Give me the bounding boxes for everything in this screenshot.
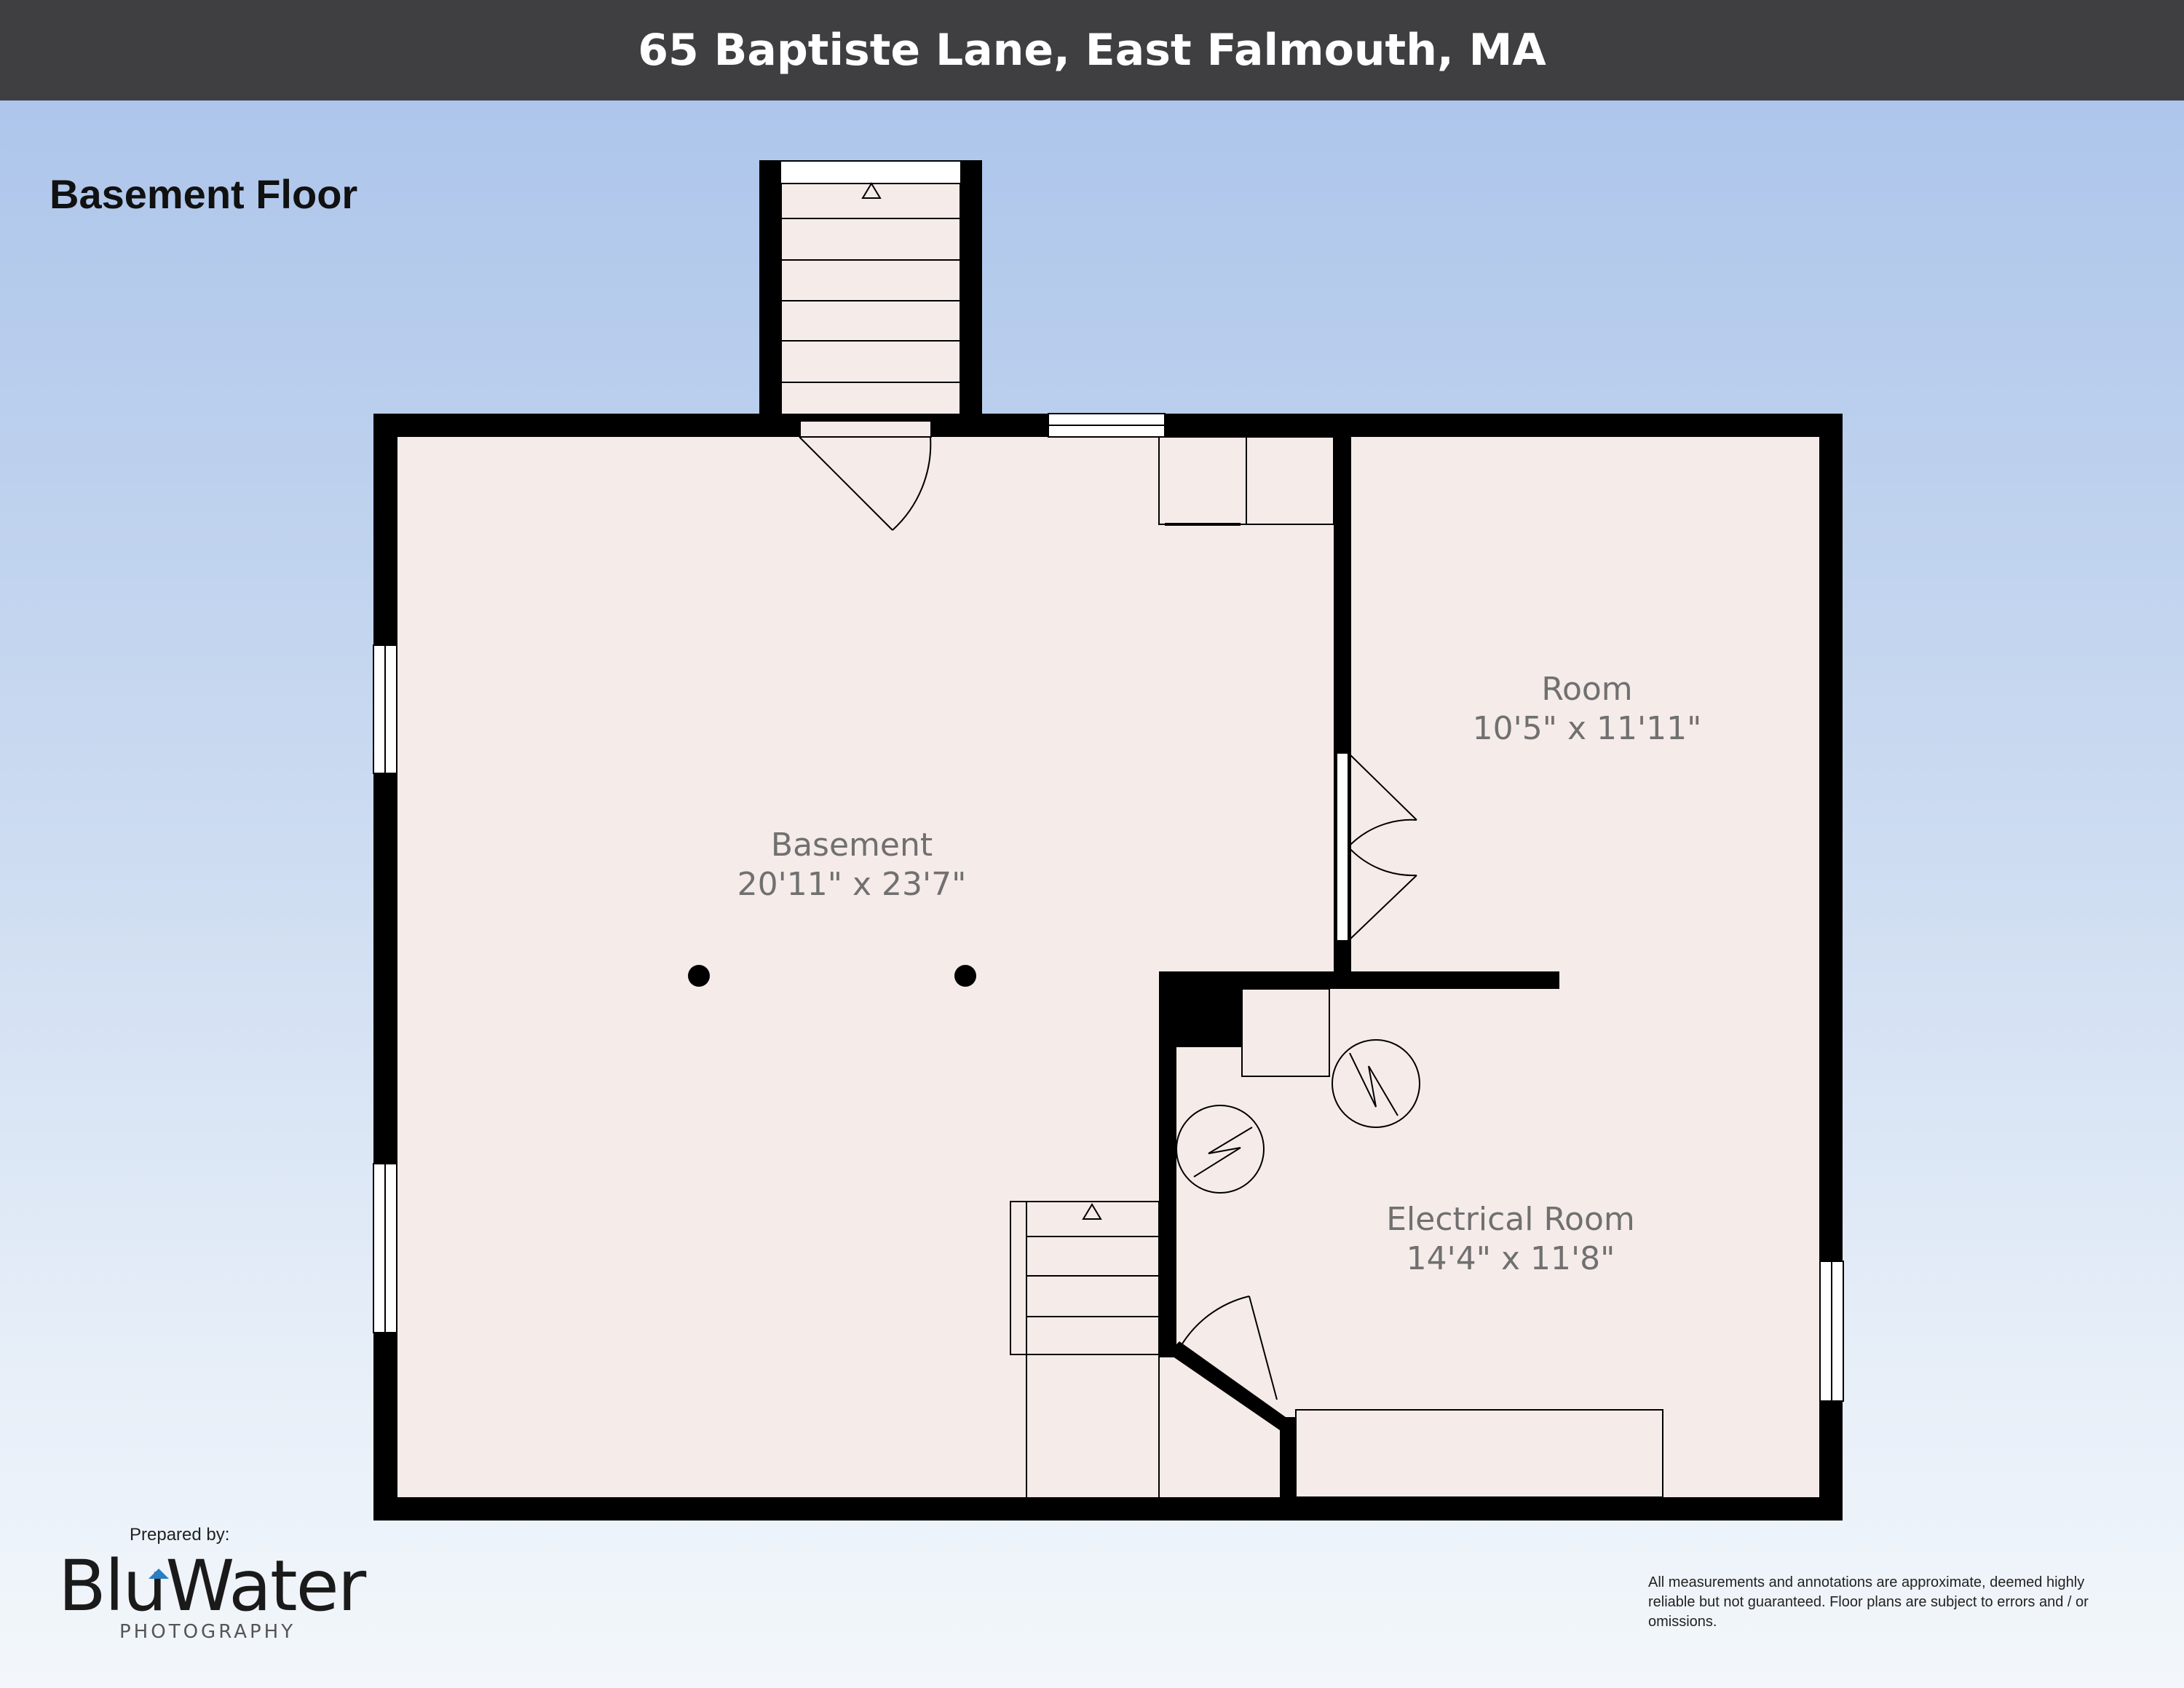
- room-name: Electrical Room: [1386, 1201, 1635, 1238]
- room-label-room: Room 10'5" x 11'11": [1427, 670, 1747, 749]
- prepared-by-label: Prepared by:: [130, 1525, 230, 1545]
- room-dimensions: 10'5" x 11'11": [1472, 710, 1702, 747]
- electric-panel-icon: [1332, 1039, 1420, 1128]
- support-column: [688, 965, 710, 987]
- room-dimensions: 20'11" x 23'7": [737, 866, 967, 903]
- room-label-electrical: Electrical Room 14'4" x 11'8": [1340, 1200, 1682, 1279]
- stair-up-arrow-icon: [1082, 1203, 1102, 1220]
- support-column: [954, 965, 976, 987]
- basement-stairs: [1010, 1201, 1160, 1355]
- storage-cabinets: [1158, 436, 1334, 525]
- room-double-door: [1348, 752, 1417, 942]
- room-door-frame: [1336, 752, 1349, 942]
- stair-up-arrow-icon: [861, 182, 882, 199]
- counter: [1295, 1409, 1663, 1498]
- header-bar: 65 Baptiste Lane, East Falmouth, MA: [0, 0, 2184, 100]
- electrical-south-wall-stub: [1280, 1417, 1297, 1497]
- company-logo: BluWater: [58, 1545, 366, 1627]
- stair-opening: [799, 420, 932, 438]
- disclaimer: All measurements and annotations are app…: [1648, 1574, 2089, 1630]
- logo-accent-icon: [149, 1569, 169, 1579]
- electrical-cabinet: [1241, 988, 1330, 1077]
- room-name: Basement: [770, 827, 933, 864]
- stair-door: [799, 436, 932, 531]
- room-label-basement: Basement 20'11" x 23'7": [692, 826, 1012, 904]
- electric-panel-icon: [1176, 1105, 1265, 1194]
- electrical-door: [1179, 1295, 1278, 1400]
- company-logo-subtitle: PHOTOGRAPHY: [119, 1621, 296, 1643]
- room-name: Room: [1541, 671, 1633, 708]
- property-address: 65 Baptiste Lane, East Falmouth, MA: [638, 25, 1546, 76]
- floor-label: Basement Floor: [50, 171, 358, 217]
- room-dimensions: 14'4" x 11'8": [1406, 1240, 1615, 1277]
